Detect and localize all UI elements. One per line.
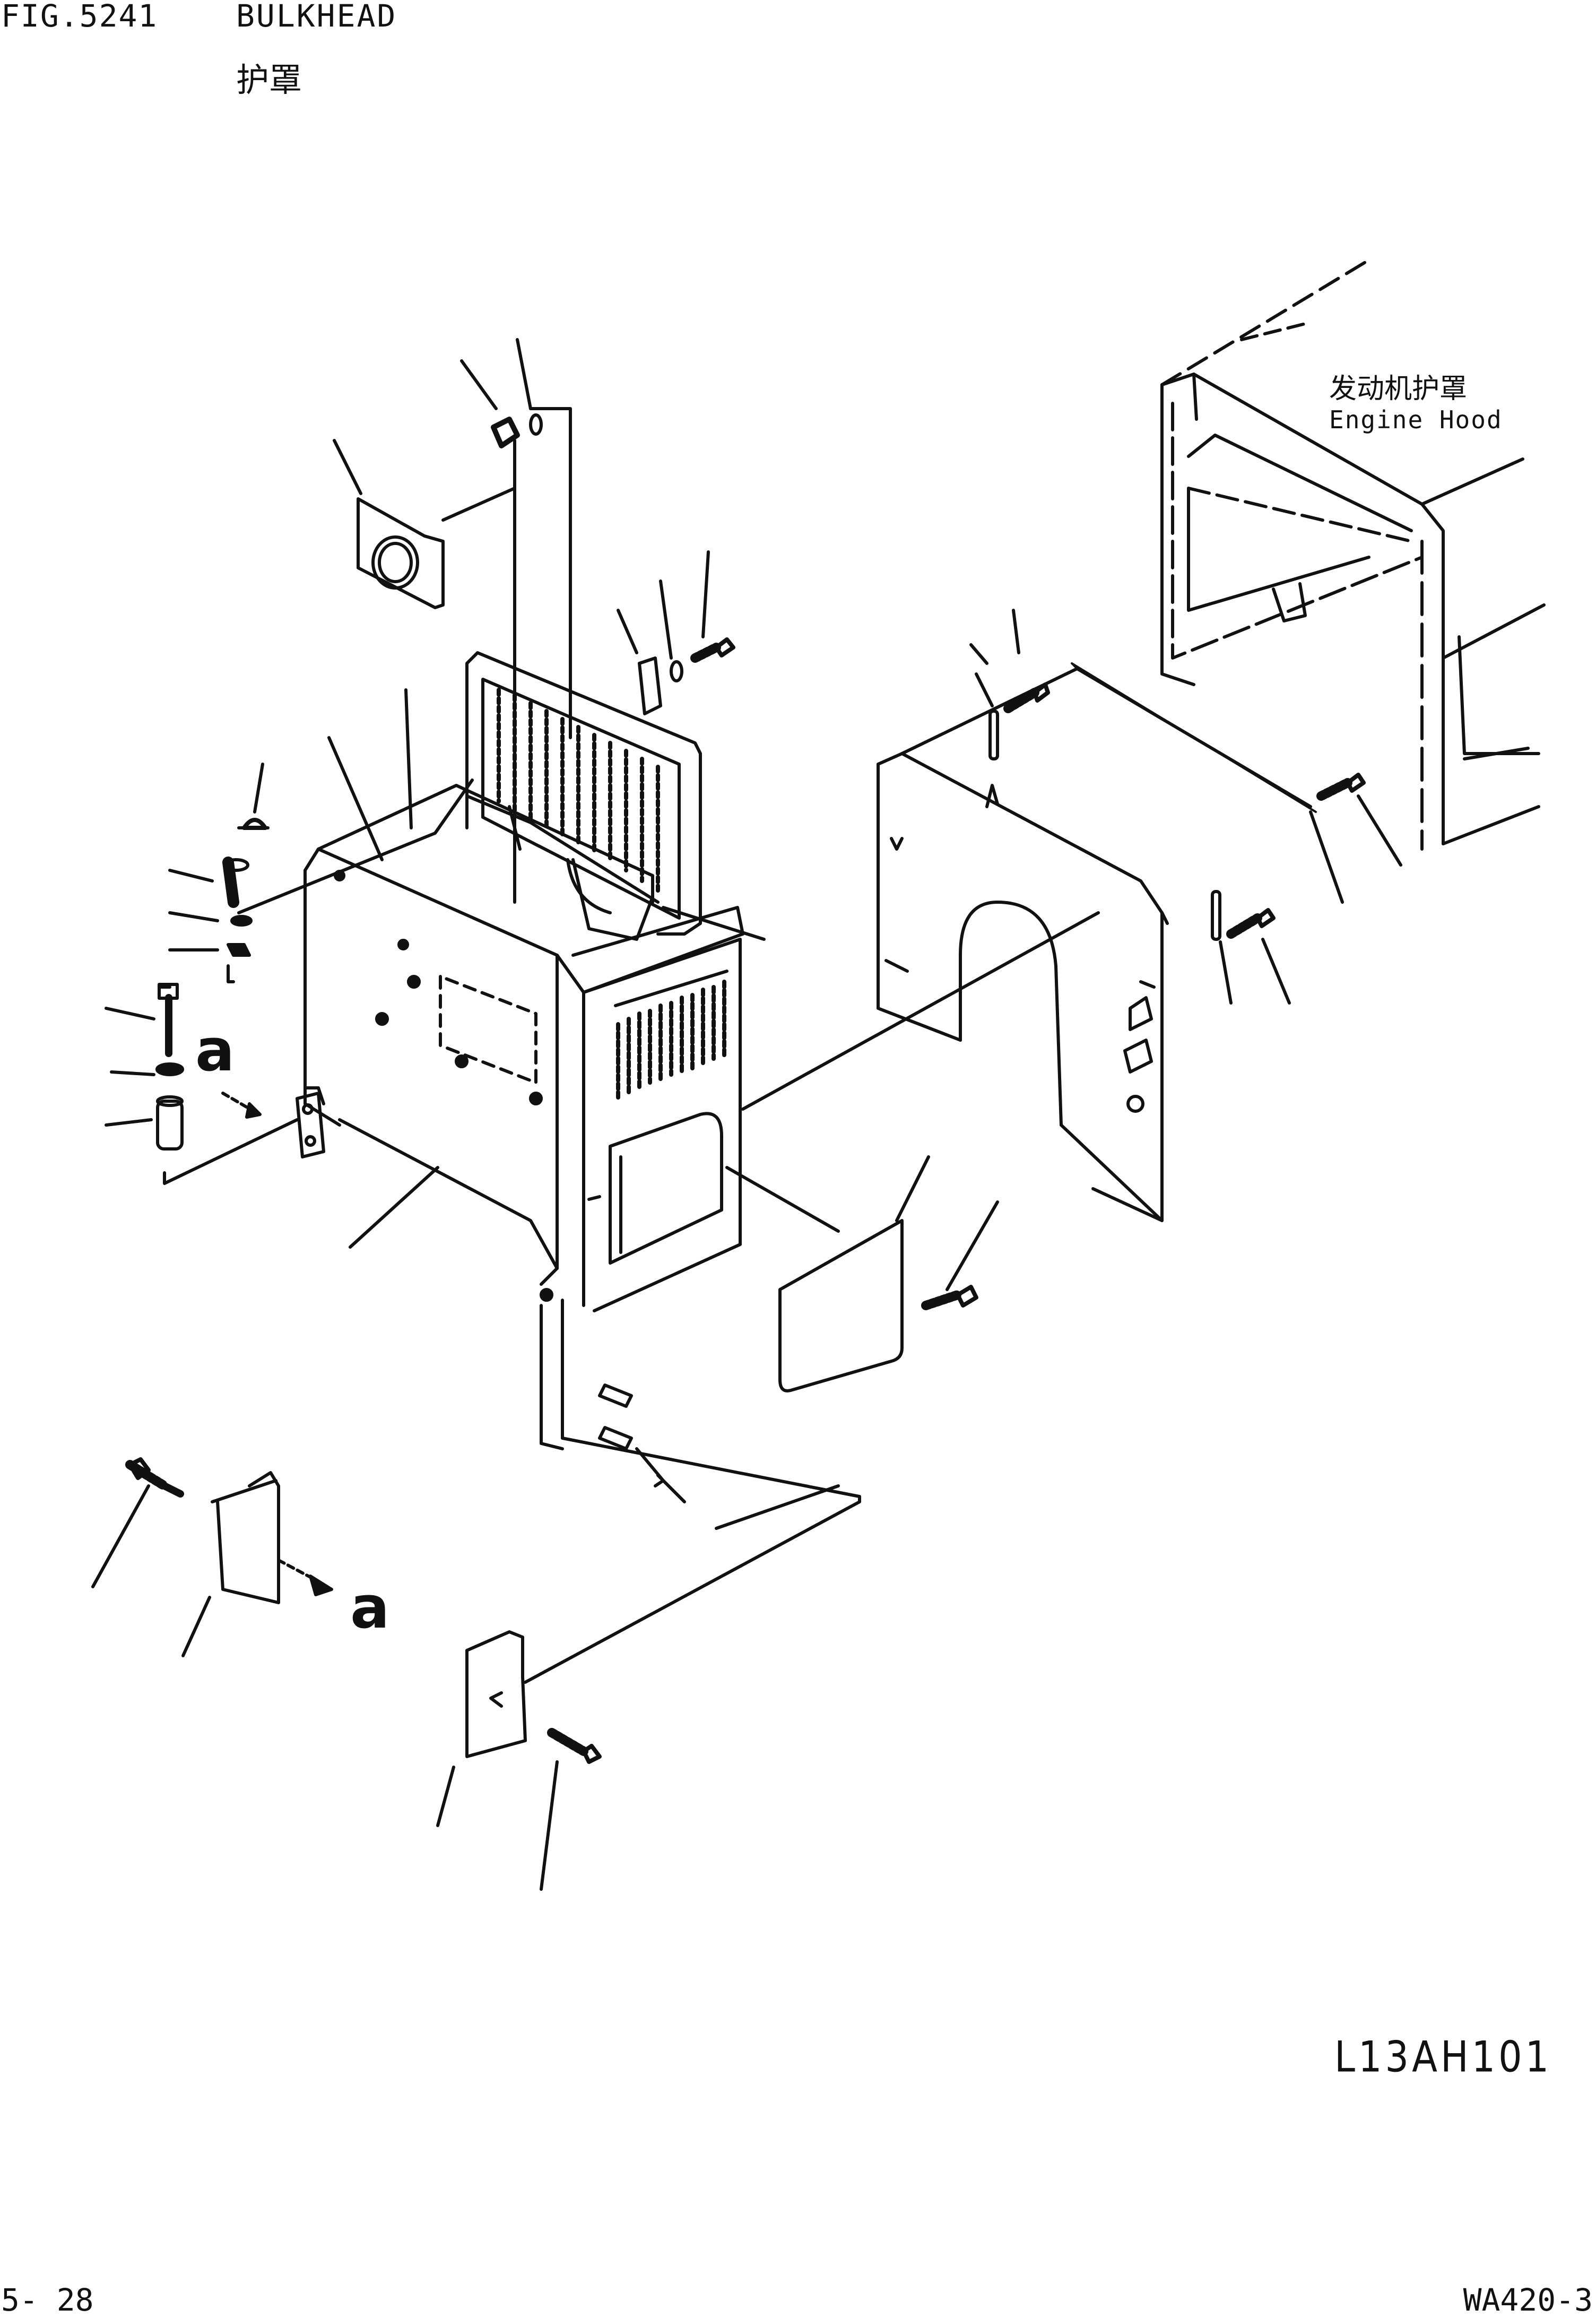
engine-hood-label-cn: 发动机护罩: [1329, 373, 1468, 405]
engine-hood: [1160, 258, 1546, 851]
left-fasteners: [105, 763, 325, 1185]
bulkhead-main-body: [303, 784, 744, 1312]
drawing-code: L13AH101: [1334, 2031, 1552, 2082]
figure-title-chinese: 护罩: [236, 60, 302, 99]
rear-tunnel-cover: [877, 662, 1317, 1222]
cap-plate: [333, 439, 445, 609]
bolt-group-right: [969, 609, 1402, 1005]
model-code: WA420-3: [1463, 2282, 1593, 2318]
side-cover-plate: [778, 1155, 999, 1392]
figure-title: BULKHEAD: [236, 0, 397, 34]
nut-washer: [441, 338, 572, 904]
view-marker-a-upper: a: [195, 1016, 235, 1084]
lower-center-bracket: [524, 1299, 861, 1684]
bottom-bracket: [436, 1630, 602, 1891]
grille-clip: [617, 550, 735, 715]
leader-lines: [237, 688, 1100, 1450]
view-marker-a-lower: a: [350, 1573, 390, 1641]
lower-left-bracket: [91, 1457, 333, 1657]
page-number: 5- 28: [1, 2282, 94, 2318]
radiator-grille: [465, 651, 702, 941]
figure-number: FIG.5241: [1, 0, 158, 34]
engine-hood-label-en: Engine Hood: [1329, 405, 1503, 434]
